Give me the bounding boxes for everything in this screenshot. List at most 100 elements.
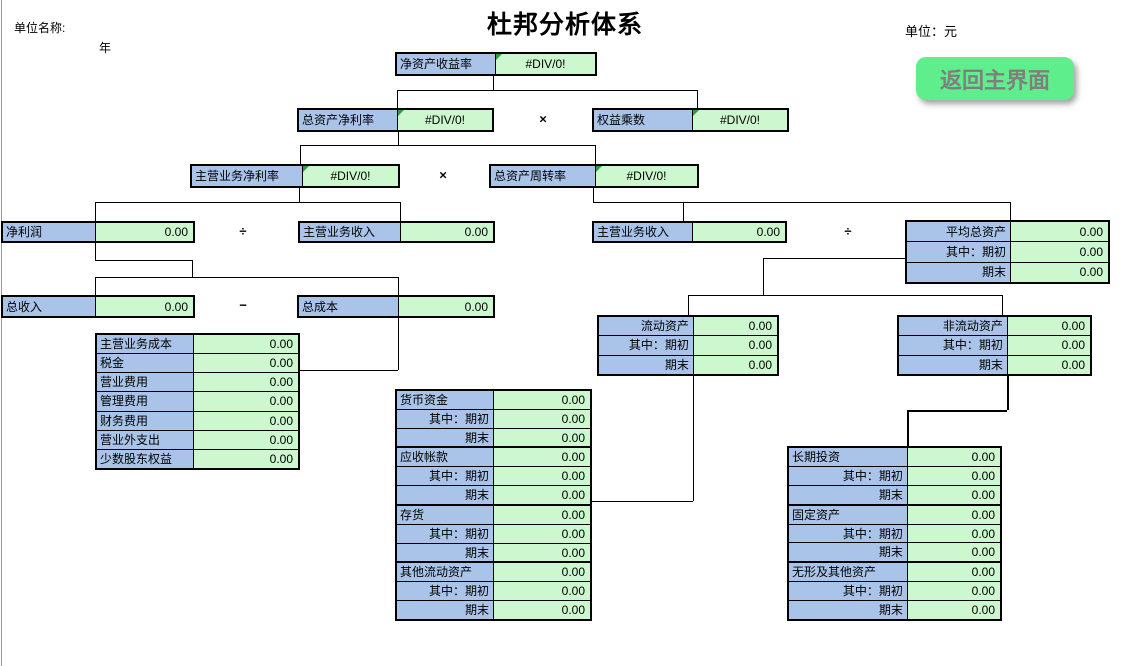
current-asset-detail-value-cell[interactable]: 0.00 xyxy=(493,409,590,428)
total-revenue-value-cell[interactable]: 0.00 xyxy=(96,297,193,316)
non-current-asset-detail-label-cell[interactable]: 期末 xyxy=(789,543,908,562)
expense-list-value-cell[interactable]: 0.00 xyxy=(194,335,298,354)
equity-multiplier-value-cell[interactable]: #DIV/0! xyxy=(693,110,787,130)
equity-multiplier-label-cell[interactable]: 权益乘数 xyxy=(594,110,694,130)
non-current-asset-detail-label-cell[interactable]: 其中：期初 xyxy=(789,582,908,601)
current-asset-detail-label-cell[interactable]: 期末 xyxy=(397,601,494,619)
expense-list-value-cell[interactable]: 0.00 xyxy=(194,430,298,449)
current-asset-detail-value-cell[interactable]: 0.00 xyxy=(493,563,590,582)
current-assets-value-cell[interactable]: 0.00 xyxy=(693,355,777,374)
total-cost-label-cell[interactable]: 总成本 xyxy=(299,297,399,316)
total-revenue-label-cell[interactable]: 总收入 xyxy=(3,297,96,316)
current-asset-detail-label-cell[interactable]: 期末 xyxy=(397,486,494,504)
non-current-asset-detail-value-cell[interactable]: 0.00 xyxy=(907,485,1000,504)
current-asset-detail-label-cell[interactable]: 期末 xyxy=(397,428,494,447)
current-asset-detail-value-cell[interactable]: 0.00 xyxy=(493,582,590,601)
non-current-assets-label-cell[interactable]: 非流动资产 xyxy=(899,317,1008,336)
current-asset-detail-value-cell[interactable]: 0.00 xyxy=(493,428,590,447)
non-current-asset-detail-label-cell[interactable]: 期末 xyxy=(789,485,908,504)
expense-list-value-cell[interactable]: 0.00 xyxy=(194,354,298,373)
main-business-net-margin-label-cell[interactable]: 主营业务净利率 xyxy=(192,166,303,186)
non-current-asset-detail-value-cell[interactable]: 0.00 xyxy=(907,466,1000,485)
main-business-revenue-right-label-cell[interactable]: 主营业务收入 xyxy=(594,223,693,241)
non-current-assets-value-cell[interactable]: 0.00 xyxy=(1007,317,1090,336)
main-business-revenue-left-label-cell[interactable]: 主营业务收入 xyxy=(300,223,401,241)
expense-list-value-cell[interactable]: 0.00 xyxy=(194,449,298,468)
current-asset-detail-value-cell[interactable]: 0.00 xyxy=(493,391,590,409)
current-asset-detail-label-cell[interactable]: 存货 xyxy=(397,505,494,524)
expense-list-label-cell[interactable]: 主营业务成本 xyxy=(97,335,195,354)
expense-list-label-cell[interactable]: 少数股东权益 xyxy=(97,449,195,468)
net-profit-label-cell[interactable]: 净利润 xyxy=(3,223,96,241)
current-assets-label-cell[interactable]: 流动资产 xyxy=(599,317,694,336)
current-asset-detail-label-cell[interactable]: 其中：期初 xyxy=(397,467,494,486)
non-current-asset-detail-value-cell[interactable]: 0.00 xyxy=(907,543,1000,562)
avg-total-assets-label-cell[interactable]: 其中：期初 xyxy=(907,242,1011,262)
current-asset-detail-label-cell[interactable]: 应收帐款 xyxy=(397,448,494,467)
avg-total-assets-value-cell[interactable]: 0.00 xyxy=(1010,262,1108,282)
main-business-revenue-left-value-cell[interactable]: 0.00 xyxy=(400,223,493,241)
non-current-asset-detail-label-cell[interactable]: 无形及其他资产 xyxy=(789,563,908,582)
avg-total-assets-label-cell[interactable]: 期末 xyxy=(907,262,1011,282)
current-asset-detail-value-cell[interactable]: 0.00 xyxy=(493,505,590,524)
expense-list-value-cell[interactable]: 0.00 xyxy=(194,411,298,430)
expense-list-label-cell[interactable]: 财务费用 xyxy=(97,411,195,430)
expense-list-label-cell[interactable]: 税金 xyxy=(97,354,195,373)
non-current-asset-detail-value-cell[interactable]: 0.00 xyxy=(907,505,1000,524)
avg-total-assets-label-cell[interactable]: 平均总资产 xyxy=(907,222,1011,242)
non-current-asset-detail-value-cell[interactable]: 0.00 xyxy=(907,524,1000,543)
current-asset-detail-value-cell[interactable]: 0.00 xyxy=(493,448,590,467)
main-business-net-margin-value-cell[interactable]: #DIV/0! xyxy=(302,166,398,186)
current-asset-detail-value-cell[interactable]: 0.00 xyxy=(493,601,590,619)
non-current-asset-detail-value-cell[interactable]: 0.00 xyxy=(907,563,1000,582)
connector-line xyxy=(763,258,764,295)
total-asset-turnover-label-cell[interactable]: 总资产周转率 xyxy=(491,166,597,186)
non-current-asset-detail-value-cell[interactable]: 0.00 xyxy=(907,448,1000,466)
non-current-assets-value-cell[interactable]: 0.00 xyxy=(1007,336,1090,355)
non-current-asset-detail-value-cell[interactable]: 0.00 xyxy=(907,582,1000,601)
expense-list-label-cell[interactable]: 管理费用 xyxy=(97,392,195,411)
current-asset-detail-label-cell[interactable]: 其中：期初 xyxy=(397,524,494,543)
non-current-assets-value-cell[interactable]: 0.00 xyxy=(1007,355,1090,374)
non-current-assets-label-cell[interactable]: 其中：期初 xyxy=(899,336,1008,355)
non-current-asset-detail-label-cell[interactable]: 长期投资 xyxy=(789,448,908,466)
current-assets-label-cell[interactable]: 期末 xyxy=(599,355,694,374)
non-current-asset-detail-label-cell[interactable]: 其中：期初 xyxy=(789,466,908,485)
total-asset-turnover-value-cell[interactable]: #DIV/0! xyxy=(596,166,697,186)
current-asset-detail-label-cell[interactable]: 其中：期初 xyxy=(397,582,494,601)
expense-list-value-cell[interactable]: 0.00 xyxy=(194,392,298,411)
current-asset-detail-value-cell[interactable]: 0.00 xyxy=(493,524,590,543)
total-asset-net-margin-value-cell[interactable]: #DIV/0! xyxy=(398,110,492,130)
avg-total-assets-value-cell[interactable]: 0.00 xyxy=(1010,222,1108,242)
roe-label-cell[interactable]: 净资产收益率 xyxy=(397,54,497,74)
non-current-asset-detail-label-cell[interactable]: 固定资产 xyxy=(789,505,908,524)
non-current-asset-detail-label-cell[interactable]: 期末 xyxy=(789,601,908,620)
connector-line xyxy=(683,202,684,221)
current-asset-detail-label-cell[interactable]: 其他流动资产 xyxy=(397,563,494,582)
current-asset-detail-label-cell[interactable]: 货币资金 xyxy=(397,391,494,409)
total-cost-value-cell[interactable]: 0.00 xyxy=(398,297,493,316)
current-asset-detail-label-cell[interactable]: 期末 xyxy=(397,543,494,562)
net-profit-value-cell[interactable]: 0.00 xyxy=(96,223,193,241)
connector-line xyxy=(397,90,398,108)
expense-list-label-cell[interactable]: 营业外支出 xyxy=(97,430,195,449)
current-asset-detail-value-cell[interactable]: 0.00 xyxy=(493,467,590,486)
non-current-asset-detail-label-cell[interactable]: 其中：期初 xyxy=(789,524,908,543)
roe-value-cell[interactable]: #DIV/0! xyxy=(496,54,595,74)
current-assets-label-cell[interactable]: 其中：期初 xyxy=(599,336,694,355)
expense-list-value-cell[interactable]: 0.00 xyxy=(194,373,298,392)
current-assets-value-cell[interactable]: 0.00 xyxy=(693,317,777,336)
non-current-assets-label-cell[interactable]: 期末 xyxy=(899,355,1008,374)
total-asset-net-margin-label-cell[interactable]: 总资产净利率 xyxy=(299,110,399,130)
non-current-asset-detail-value-cell[interactable]: 0.00 xyxy=(907,601,1000,620)
main-business-revenue-right-value-cell[interactable]: 0.00 xyxy=(692,223,785,241)
back-to-main-button[interactable]: 返回主界面 xyxy=(916,57,1074,100)
expense-list-label-cell[interactable]: 营业费用 xyxy=(97,373,195,392)
current-assets-value-cell[interactable]: 0.00 xyxy=(693,336,777,355)
current-asset-detail-value-cell[interactable]: 0.00 xyxy=(493,486,590,504)
current-asset-detail-label-cell[interactable]: 其中：期初 xyxy=(397,409,494,428)
current-asset-detail-value-cell[interactable]: 0.00 xyxy=(493,543,590,562)
avg-total-assets-value-cell[interactable]: 0.00 xyxy=(1010,242,1108,262)
